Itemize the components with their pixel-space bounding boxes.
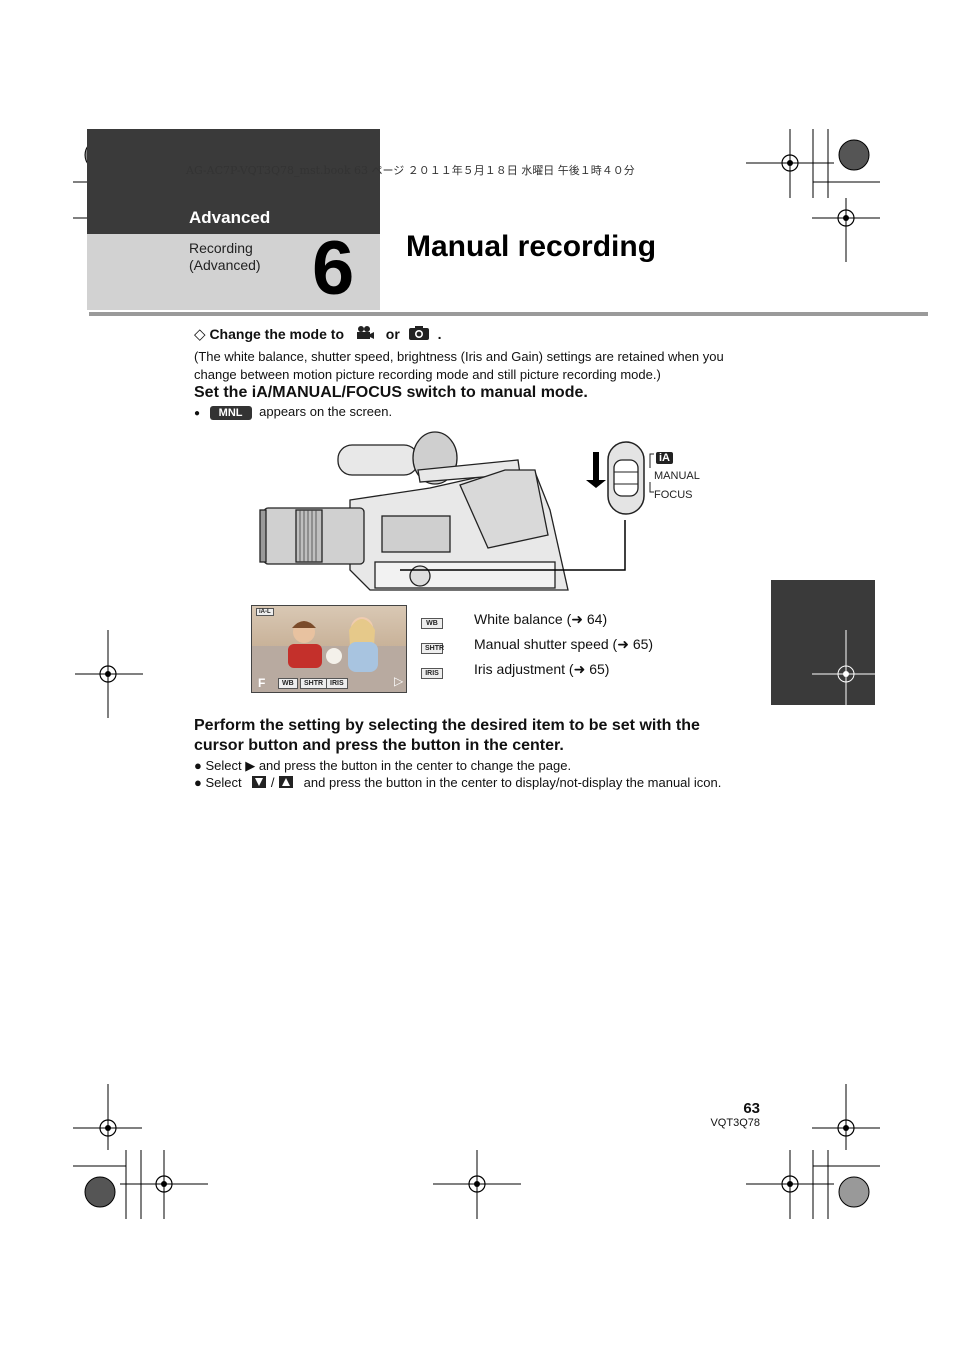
- step1-bullet: ● MNL appears on the screen.: [194, 404, 392, 420]
- step2-bullet-2: ● Select / and press the button in the c…: [194, 774, 721, 792]
- bullet-icon: ●: [194, 408, 201, 419]
- page-number: 63: [743, 1100, 760, 1117]
- legend-wb-text: White balance (➜ 64): [474, 611, 608, 627]
- section-label: Recording (Advanced): [189, 240, 261, 274]
- print-info: AG-AC7P-VQT3Q78_mst.book 63 ページ ２０１１年５月１…: [186, 164, 635, 177]
- step1-bullet-text: appears on the screen.: [259, 404, 393, 419]
- chapter-side-tab: [771, 580, 875, 705]
- side-tab-mark: [812, 630, 880, 718]
- prereq-line: ◇ Change the mode to or .: [194, 325, 441, 343]
- screen-shtr-icon[interactable]: SHTR: [300, 678, 328, 689]
- diamond-icon: ◇: [194, 326, 206, 343]
- step2-bullet-1: ● Select ▶ and press the button in the c…: [194, 757, 571, 775]
- document-code: VQT3Q78: [710, 1117, 760, 1129]
- header-band-light: [87, 234, 380, 310]
- step2-heading: Perform the setting by selecting the des…: [194, 717, 700, 754]
- movie-camera-icon: [356, 326, 374, 339]
- prereq-label: Change the mode to: [209, 326, 344, 342]
- prereq-note: (The white balance, shutter speed, brigh…: [194, 349, 724, 382]
- next-page-icon[interactable]: ▷: [394, 674, 404, 688]
- section-line-1: Recording: [189, 240, 253, 256]
- header-rule: [89, 312, 928, 316]
- screen-wb-icon[interactable]: WB: [278, 678, 298, 689]
- legend-row-iris: IRIS Iris adjustment (➜ 65): [421, 661, 609, 679]
- screen-iris-icon[interactable]: IRIS: [326, 678, 348, 689]
- mnl-badge: MNL: [209, 406, 252, 420]
- chapter-number: 6: [312, 226, 355, 311]
- shtr-icon: SHTR: [421, 643, 444, 654]
- step2-b1-prefix: ● Select: [194, 758, 246, 773]
- legend-row-wb: WB White balance (➜ 64): [421, 611, 607, 629]
- icon-legend: WB White balance (➜ 64) SHTR Manual shut…: [421, 610, 721, 690]
- page-title: Manual recording: [406, 230, 657, 263]
- step2-b2-slash: /: [267, 775, 279, 790]
- switch-ia-label: iA: [656, 452, 673, 464]
- manual-icon-off: [279, 776, 294, 788]
- manual-icon-on: [252, 776, 267, 788]
- step2-b1-rest: and press the button in the center to ch…: [255, 758, 572, 773]
- prereq-or: or: [385, 326, 400, 342]
- switch-focus-label: FOCUS: [654, 489, 693, 501]
- step2-b2-prefix: ● Select: [194, 775, 246, 790]
- lcd-screen-image: iA-L F WB SHTR IRIS ▷: [251, 605, 407, 693]
- step2-b2-rest: and press the button in the center to di…: [300, 775, 722, 790]
- still-camera-icon: [408, 326, 429, 340]
- camcorder-illustration: [259, 431, 654, 591]
- legend-row-shtr: SHTR Manual shutter speed (➜ 65): [421, 636, 653, 654]
- switch-manual-label: MANUAL: [654, 470, 700, 482]
- legend-iris-text: Iris adjustment (➜ 65): [474, 661, 610, 677]
- section-line-2: (Advanced): [189, 257, 261, 273]
- prereq-period: .: [437, 326, 442, 342]
- header-band-dark: [87, 129, 380, 234]
- wb-icon: WB: [421, 618, 443, 629]
- step1-heading: Set the iA/MANUAL/FOCUS switch to manual…: [194, 384, 588, 401]
- play-triangle-icon: ▶: [245, 758, 256, 773]
- iris-icon: IRIS: [421, 668, 443, 679]
- flip-icon: F: [258, 676, 266, 690]
- legend-shtr-text: Manual shutter speed (➜ 65): [474, 636, 654, 652]
- chapter-label: Advanced: [189, 208, 271, 227]
- mode-indicator: iA-L: [256, 608, 274, 616]
